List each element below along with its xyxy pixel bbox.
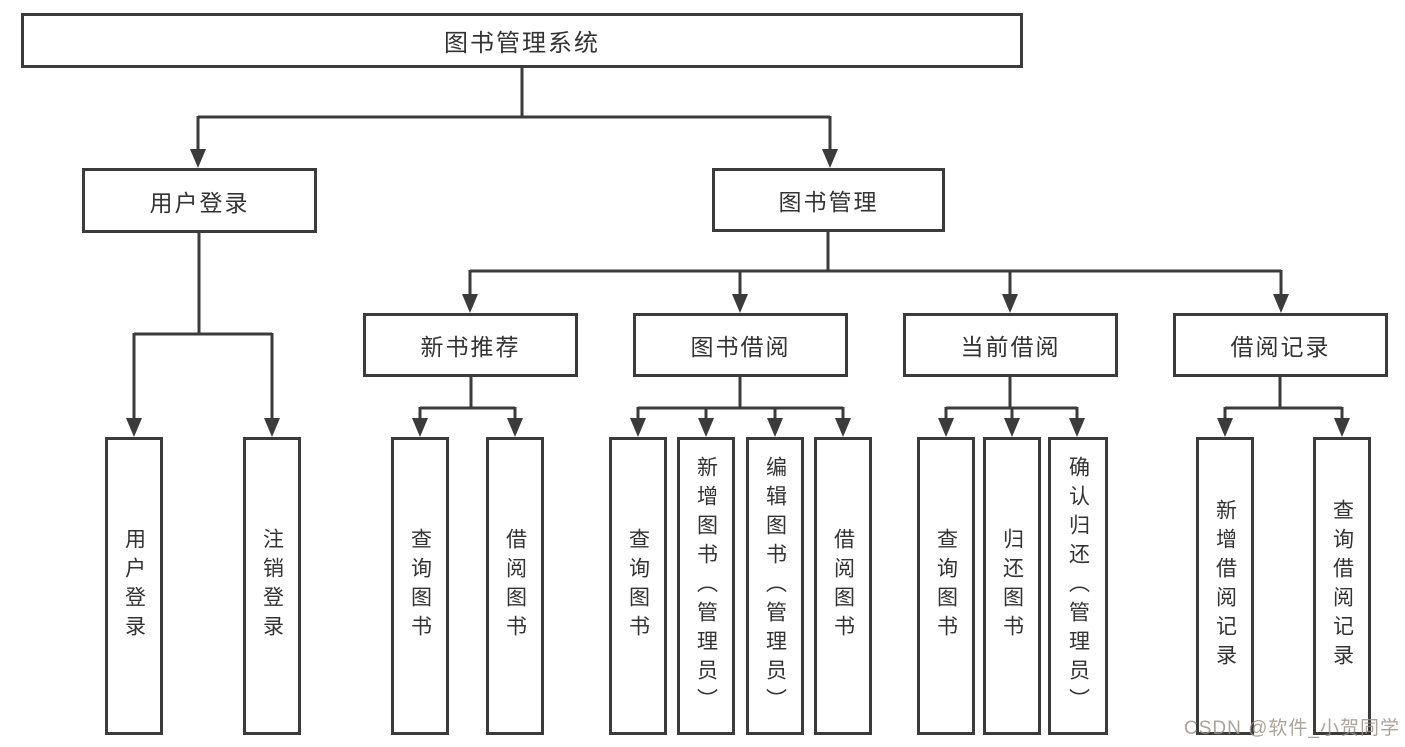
leaf-return-books-label: 归还图书 <box>1000 528 1024 644</box>
leaf-borrow-books-recommend: 借阅图书 <box>486 437 544 735</box>
leaf-confirm-return-admin-label: 确认归还（管理员） <box>1066 455 1090 717</box>
node-book-borrowing: 图书借阅 <box>633 313 848 377</box>
leaf-logout-label: 注销登录 <box>260 528 284 644</box>
leaf-add-borrow-record: 新增借阅记录 <box>1196 437 1254 735</box>
leaf-edit-book-admin: 编辑图书（管理员） <box>746 437 804 735</box>
leaf-add-book-admin-label: 新增图书（管理员） <box>694 455 718 717</box>
leaf-query-books-recommend-label: 查询图书 <box>408 528 432 644</box>
leaf-add-book-admin: 新增图书（管理员） <box>677 437 735 735</box>
node-new-book-recommend: 新书推荐 <box>363 313 578 377</box>
leaf-edit-book-admin-label: 编辑图书（管理员） <box>763 455 787 717</box>
leaf-user-login-label: 用户登录 <box>122 528 146 644</box>
leaf-query-books-borrowing-label: 查询图书 <box>626 528 650 644</box>
node-user-login-label: 用户登录 <box>149 189 250 216</box>
node-borrowing-records: 借阅记录 <box>1173 313 1388 377</box>
node-root: 图书管理系统 <box>21 13 1023 68</box>
node-current-borrowing: 当前借阅 <box>903 313 1118 377</box>
node-current-borrowing-label: 当前借阅 <box>960 334 1061 360</box>
watermark: CSDN @软件_小贺同学 <box>1184 718 1400 739</box>
leaf-borrow-books-recommend-label: 借阅图书 <box>503 528 527 644</box>
node-book-management: 图书管理 <box>712 168 945 232</box>
node-book-management-label: 图书管理 <box>778 189 879 215</box>
leaf-query-books-borrowing: 查询图书 <box>609 437 667 735</box>
leaf-query-books-current: 查询图书 <box>917 437 975 735</box>
leaf-return-books: 归还图书 <box>983 437 1041 735</box>
leaf-borrow-books-borrowing-label: 借阅图书 <box>831 528 855 644</box>
node-root-label: 图书管理系统 <box>444 30 600 57</box>
node-user-login: 用户登录 <box>82 168 317 233</box>
leaf-confirm-return-admin: 确认归还（管理员） <box>1048 437 1108 735</box>
leaf-add-borrow-record-label: 新增借阅记录 <box>1213 499 1237 673</box>
leaf-query-borrow-record: 查询借阅记录 <box>1313 437 1371 735</box>
node-book-borrowing-label: 图书借阅 <box>690 334 791 360</box>
node-borrowing-records-label: 借阅记录 <box>1230 334 1331 360</box>
leaf-borrow-books-borrowing: 借阅图书 <box>814 437 872 735</box>
leaf-query-books-recommend: 查询图书 <box>391 437 449 735</box>
leaf-user-login: 用户登录 <box>105 437 163 735</box>
leaf-query-books-current-label: 查询图书 <box>934 528 958 644</box>
arrow-down-icons <box>126 149 1350 437</box>
leaf-query-borrow-record-label: 查询借阅记录 <box>1330 499 1354 673</box>
leaf-logout: 注销登录 <box>243 437 301 735</box>
node-new-book-recommend-label: 新书推荐 <box>420 334 521 360</box>
